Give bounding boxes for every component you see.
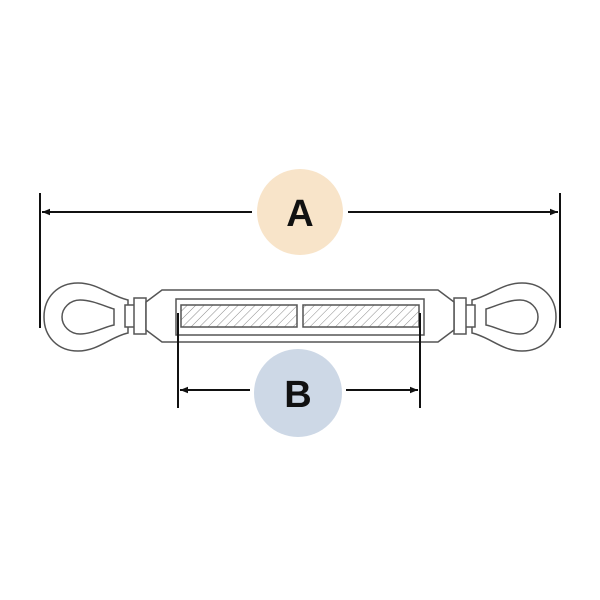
left-eye-inner <box>61 299 115 335</box>
dimension-a-label: A <box>286 193 313 235</box>
dimension-b-badge <box>254 349 342 437</box>
right-threaded-section <box>302 304 420 328</box>
right-eye-inner <box>485 299 539 335</box>
right-nut <box>453 297 467 335</box>
left-threaded-section <box>180 304 298 328</box>
turnbuckle <box>43 282 557 352</box>
dimension-b: B <box>177 313 421 437</box>
dimension-b-label: B <box>284 374 311 416</box>
dimension-a-badge <box>257 169 343 255</box>
dimension-a: A <box>39 169 561 328</box>
left-nut <box>133 297 147 335</box>
